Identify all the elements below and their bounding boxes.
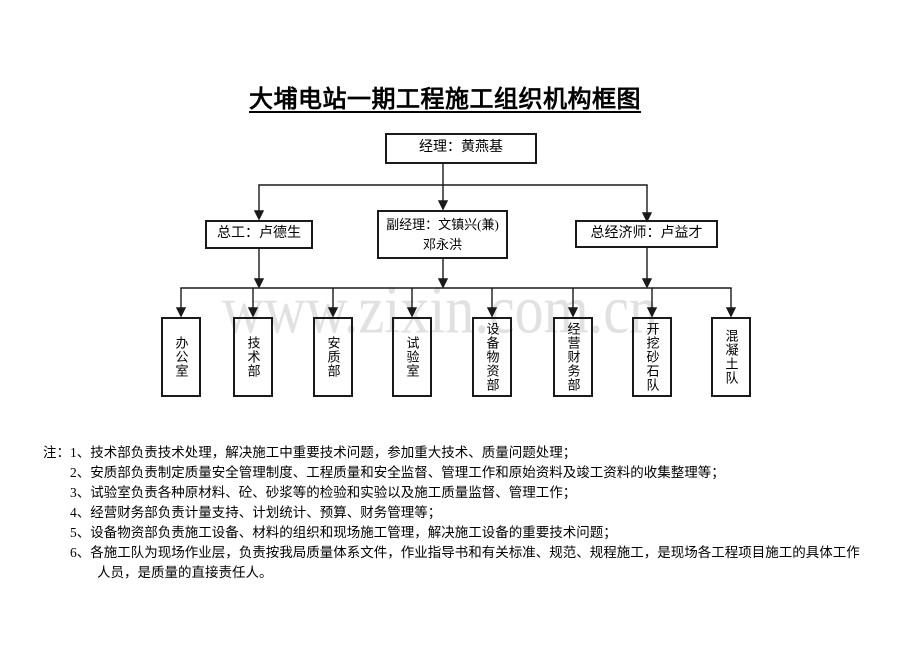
note-line-5: 5、设备物资部负责施工设备、材料的组织和现场施工管理，解决施工设备的重要技术问题… (70, 525, 617, 540)
note-line-6-continued: 人员，是质量的直接责任人。 (97, 565, 273, 580)
page-title: 大埔电站一期工程施工组织机构框图 (249, 87, 641, 113)
department-box-equipment-materials: 设备物资部 (472, 317, 512, 397)
department-box-office: 办公室 (161, 317, 201, 397)
chief-economist-box: 总经济师：卢益才 (575, 220, 718, 248)
chief-engineer-box: 总工：卢德生 (205, 220, 313, 249)
department-label: 试验室 (404, 336, 420, 378)
department-label: 安质部 (325, 336, 341, 378)
note-line-3: 3、试验室负责各种原材料、砼、砂浆等的检验和实验以及施工质量监督、管理工作； (70, 485, 577, 500)
department-label: 办公室 (173, 336, 189, 378)
notes-section: 注：1、技术部负责技术处理，解决施工中重要技术问题，参加重大技术、质量问题处理；… (43, 443, 883, 583)
note-line-4: 4、经营财务部负责计量支持、计划统计、预算、财务管理等； (70, 505, 442, 520)
department-box-laboratory: 试验室 (392, 317, 432, 397)
department-box-concrete-team: 混凝土队 (711, 317, 751, 397)
department-box-safety-quality: 安质部 (313, 317, 353, 397)
deputy-manager-label-line2: 邓永洪 (422, 236, 462, 252)
manager-box: 经理：黄燕基 (385, 133, 537, 164)
note-line-1: 注：1、技术部负责技术处理，解决施工中重要技术问题，参加重大技术、质量问题处理； (43, 445, 577, 460)
note-line-2: 2、安质部负责制定质量安全管理制度、工程质量和安全监督、管理工作和原始资料及竣工… (70, 465, 725, 480)
department-label: 技术部 (245, 336, 261, 378)
department-box-technical: 技术部 (233, 317, 273, 397)
note-line-6: 6、各施工队为现场作业层，负责按我局质量体系文件，作业指导书和有关标准、规范、规… (70, 545, 860, 560)
chief-engineer-label: 总工：卢德生 (217, 226, 301, 242)
department-label: 经营财务部 (565, 322, 581, 392)
manager-label: 经理：黄燕基 (419, 140, 503, 156)
notes-prefix: 注： (43, 445, 70, 460)
watermark-text: www.zixin.com.cn (222, 271, 658, 348)
department-label: 混凝土队 (723, 329, 739, 385)
deputy-manager-label-line1: 副经理：文镇兴(兼) (386, 216, 499, 232)
department-box-finance: 经营财务部 (553, 317, 593, 397)
chief-economist-label: 总经济师：卢益才 (590, 225, 703, 241)
department-box-excavation-team: 开挖砂石队 (632, 317, 672, 397)
department-label: 开挖砂石队 (644, 322, 660, 392)
deputy-manager-box: 副经理：文镇兴(兼) 邓永洪 (377, 210, 508, 259)
department-label: 设备物资部 (484, 322, 500, 392)
